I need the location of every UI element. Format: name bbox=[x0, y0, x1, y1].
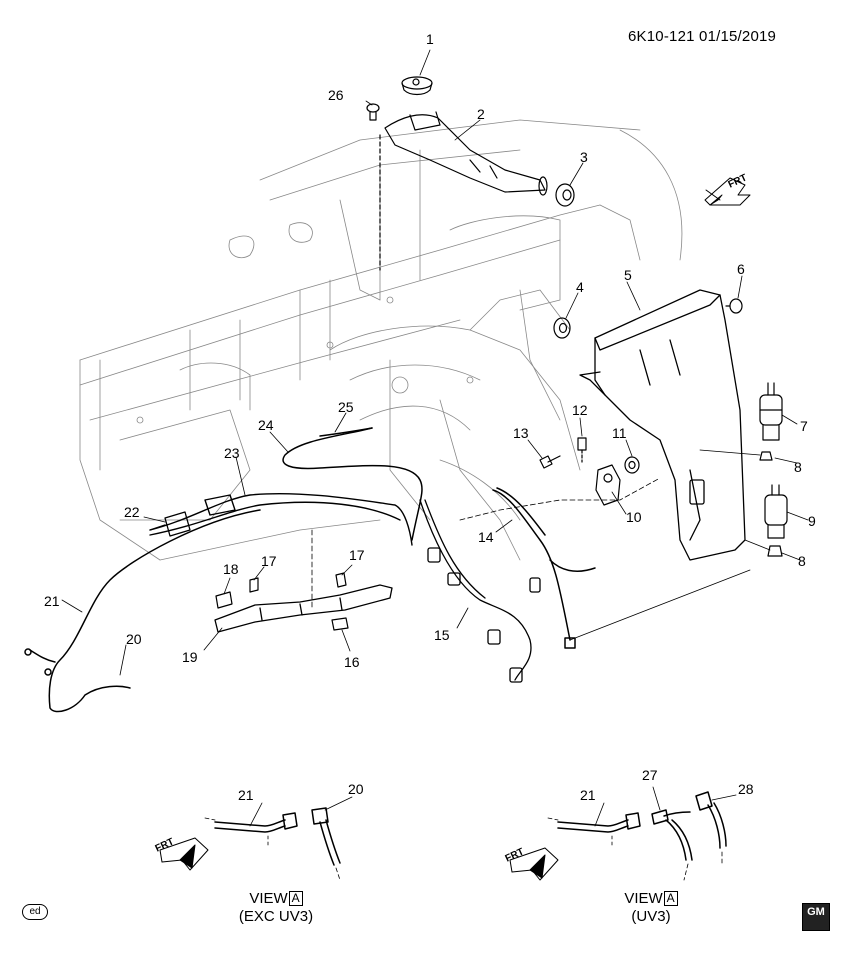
vehicle-body-structure bbox=[79, 119, 683, 561]
callout-12: 12 bbox=[572, 402, 588, 418]
retainer-16 bbox=[331, 617, 349, 631]
callout-7: 7 bbox=[800, 418, 808, 434]
callout-17-right: 17 bbox=[349, 547, 365, 563]
view-uv3-callout-27: 27 bbox=[642, 767, 658, 783]
clip-18 bbox=[215, 591, 233, 609]
callout-1: 1 bbox=[426, 31, 434, 47]
view-exc-box-letter: A bbox=[288, 891, 303, 906]
wiring-harness-23 bbox=[149, 492, 413, 546]
washer-hose-14 bbox=[492, 487, 596, 649]
callout-3: 3 bbox=[580, 149, 588, 165]
gm-logo: GM bbox=[802, 903, 830, 931]
view-uv3-callout-28: 28 bbox=[738, 781, 754, 797]
leader-lines bbox=[61, 49, 809, 676]
callout-24: 24 bbox=[258, 417, 274, 433]
view-exc-label: VIEW bbox=[249, 890, 288, 907]
bolt-13 bbox=[539, 455, 561, 469]
callout-25: 25 bbox=[338, 399, 354, 415]
callout-13: 13 bbox=[513, 425, 529, 441]
washer-pump-7 bbox=[759, 382, 783, 441]
callout-14: 14 bbox=[478, 529, 494, 545]
direction-arrow-main bbox=[704, 177, 751, 206]
view-uv3-box-letter: A bbox=[663, 891, 678, 906]
washer-hose-24-25 bbox=[282, 427, 423, 541]
nut-6 bbox=[725, 298, 743, 314]
callout-22: 22 bbox=[124, 504, 140, 520]
callout-5: 5 bbox=[624, 267, 632, 283]
callout-15: 15 bbox=[434, 627, 450, 643]
callout-16: 16 bbox=[344, 654, 360, 670]
view-uv3-subcaption: (UV3) bbox=[631, 908, 671, 925]
callout-23: 23 bbox=[224, 445, 240, 461]
view-uv3-callout-21: 21 bbox=[580, 787, 596, 803]
bolt-12 bbox=[577, 437, 587, 463]
callout-21: 21 bbox=[44, 593, 60, 609]
grommet-4 bbox=[553, 317, 571, 339]
callout-18: 18 bbox=[223, 561, 239, 577]
washer-pump-9 bbox=[764, 484, 788, 539]
view-uv3-label: VIEW bbox=[624, 890, 663, 907]
callout-10: 10 bbox=[626, 509, 642, 525]
gm-logo-text: GM bbox=[807, 906, 825, 918]
grommet-3 bbox=[555, 183, 575, 207]
bolt-26 bbox=[366, 103, 381, 271]
direction-arrow-view-exc bbox=[159, 837, 209, 871]
hose-shield-19 bbox=[214, 584, 393, 633]
callout-11: 11 bbox=[612, 425, 627, 441]
connector-22 bbox=[149, 511, 191, 537]
diagram-code: 6K10-121 01/15/2019 bbox=[628, 28, 777, 45]
callout-17-left: 17 bbox=[261, 553, 277, 569]
grommet-8-upper bbox=[759, 451, 773, 461]
view-uv3-detail bbox=[547, 786, 737, 881]
callout-8-lower: 8 bbox=[798, 553, 806, 569]
callout-9: 9 bbox=[808, 513, 816, 529]
direction-arrow-view-uv3 bbox=[509, 847, 559, 881]
wiring-harness-15 bbox=[419, 499, 541, 683]
view-exc-subcaption: (EXC UV3) bbox=[238, 908, 314, 925]
gm-logo-bar bbox=[803, 921, 829, 926]
callout-4: 4 bbox=[576, 279, 584, 295]
grommet-11 bbox=[624, 456, 640, 474]
view-exc-callout-21: 21 bbox=[238, 787, 254, 803]
grommet-8-lower bbox=[767, 545, 783, 557]
washer-hose-21 bbox=[24, 509, 261, 713]
washer-reservoir bbox=[579, 289, 746, 561]
callout-8-upper: 8 bbox=[794, 459, 802, 475]
intake-bracket bbox=[384, 76, 548, 196]
callout-6: 6 bbox=[737, 261, 745, 277]
callout-2: 2 bbox=[477, 106, 485, 122]
callout-26: 26 bbox=[328, 87, 344, 103]
view-exc-callout-20: 20 bbox=[348, 781, 364, 797]
ed-badge: ed bbox=[22, 904, 48, 920]
callout-19: 19 bbox=[182, 649, 198, 665]
clip-17-right bbox=[335, 572, 347, 588]
callout-20: 20 bbox=[126, 631, 142, 647]
view-exc-uv3-detail bbox=[204, 796, 353, 881]
